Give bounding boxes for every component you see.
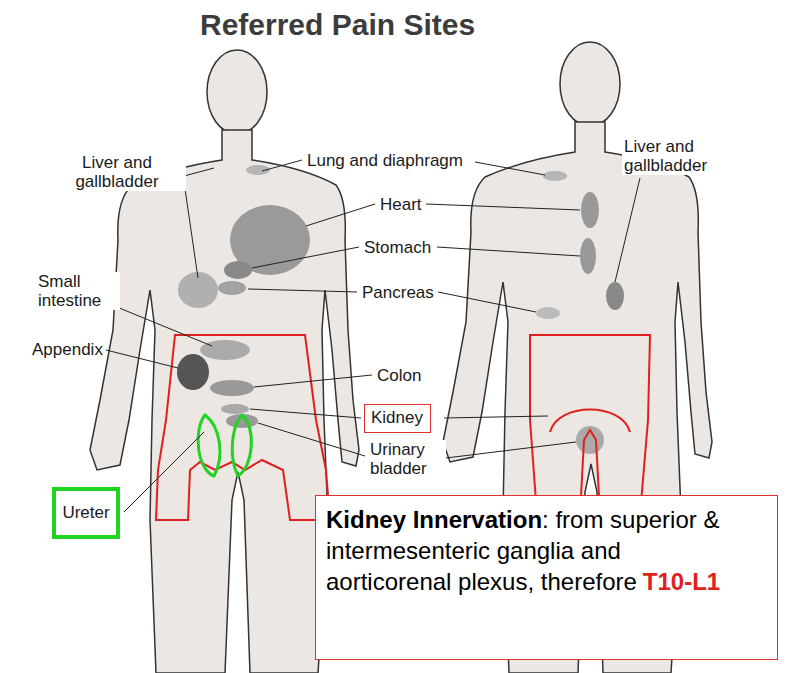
part-label: Appendix: [30, 340, 105, 359]
part-label: Colon: [375, 366, 423, 385]
part-label: Stomach: [362, 238, 433, 257]
box-text: Kidney Innervation: [326, 506, 542, 533]
part-label: Liver and gallbladder: [622, 137, 736, 175]
colon-area: [210, 380, 254, 396]
leader-line: [615, 178, 640, 282]
kidney-label-box: Kidney: [364, 404, 431, 433]
appendix-area: [177, 354, 209, 390]
leader-line: [252, 247, 359, 268]
kidney-referral-outline: [550, 410, 630, 433]
diagram-title: Referred Pain Sites: [200, 8, 475, 42]
leader-line: [426, 204, 580, 210]
leader-line: [254, 375, 372, 387]
pancreas-area: [218, 281, 246, 295]
innervation-note-box: Kidney Innervation: from superior & inte…: [315, 495, 778, 660]
back-areas: [530, 171, 650, 515]
leader-line: [444, 416, 548, 418]
kidney-area: [221, 404, 249, 414]
liver-area: [606, 282, 624, 310]
leader-line: [438, 292, 536, 312]
small-intestine-area: [200, 340, 250, 360]
part-label: Lung and diaphragm: [305, 151, 465, 170]
head: [560, 42, 620, 126]
head: [207, 50, 267, 134]
ureter-label-box: Ureter: [52, 487, 120, 539]
kidney-referral-outline: [530, 335, 650, 515]
leader-line: [106, 350, 178, 368]
part-label: Heart: [378, 195, 424, 214]
ureter-referral-outline: [198, 415, 220, 476]
lung-diaphragm-area: [543, 171, 567, 181]
leader-line: [112, 305, 212, 346]
part-label: Pancreas: [360, 283, 436, 302]
part-label: Liver and gallbladder: [48, 153, 186, 191]
note-text: Kidney Innervation: from superior & inte…: [326, 504, 731, 597]
leader-line: [262, 160, 302, 171]
heart-area: [581, 192, 599, 228]
leader-line: [184, 168, 214, 176]
leader-line: [124, 432, 204, 512]
ureter-referral-outline: [232, 415, 251, 476]
box-text: Kidney: [371, 408, 423, 427]
leader-line: [248, 289, 357, 292]
box-text: T10-L1: [643, 568, 720, 595]
leader-line: [475, 162, 545, 175]
part-label: Small intestine: [36, 272, 120, 310]
leader-line: [258, 423, 365, 456]
part-label: Urinary bladder: [368, 440, 446, 478]
stomach-area: [224, 261, 252, 279]
kidney-referral-outline: [156, 335, 330, 520]
stomach-area: [580, 238, 596, 274]
leader-line: [446, 442, 576, 458]
leader-line: [184, 182, 198, 278]
leader-line: [306, 204, 375, 226]
leader-lines: [106, 160, 640, 512]
leader-line: [437, 247, 580, 256]
box-text: Ureter: [62, 503, 109, 523]
pancreas-area: [536, 307, 560, 319]
leader-line: [250, 409, 361, 418]
